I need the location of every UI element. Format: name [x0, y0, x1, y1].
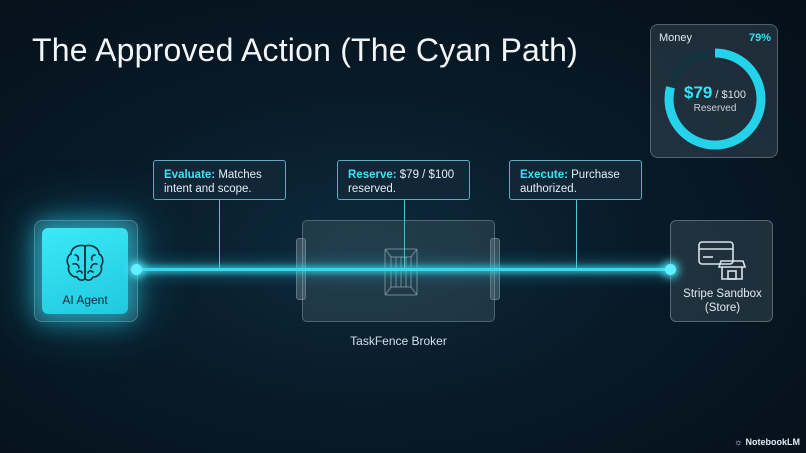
callout-reserve: Reserve: $79 / $100 reserved.	[337, 160, 470, 200]
path-start-dot	[131, 264, 142, 275]
callout-execute-key: Execute:	[520, 169, 568, 181]
callout-evaluate-text: Matches	[215, 169, 262, 181]
callout-reserve-key: Reserve:	[348, 169, 397, 181]
connector-execute	[576, 200, 577, 269]
money-ring-fill	[664, 48, 766, 150]
broker-node[interactable]	[302, 220, 495, 322]
cyan-path-line	[136, 268, 672, 271]
store-label-line2: (Store)	[704, 302, 741, 314]
agent-node[interactable]: AI Agent	[42, 228, 128, 314]
money-amount-value: $79	[683, 83, 713, 102]
money-label: Money	[659, 32, 693, 44]
callout-reserve-text-2: reserved.	[348, 183, 396, 195]
callout-execute-text-2: authorized.	[520, 183, 577, 195]
callout-execute: Execute: Purchase authorized.	[509, 160, 642, 200]
path-end-dot	[665, 264, 676, 275]
money-percent: 79%	[748, 32, 771, 44]
money-amount: $79 / $100	[651, 83, 779, 103]
brain-icon	[66, 244, 104, 281]
money-status: Reserved	[693, 103, 737, 114]
store-label-line1: Stripe Sandbox	[683, 288, 762, 300]
store-node[interactable]: Stripe Sandbox (Store)	[670, 220, 773, 322]
gate-icon	[384, 248, 418, 296]
store-label: Stripe Sandbox (Store)	[671, 287, 774, 315]
notebooklm-icon: ☼	[734, 437, 743, 447]
slide-title: The Approved Action (The Cyan Path)	[32, 32, 578, 68]
brand-watermark: ☼NotebookLM	[734, 437, 800, 447]
callout-reserve-text: $79 / $100	[396, 169, 455, 181]
connector-evaluate	[219, 200, 220, 269]
brand-text: NotebookLM	[745, 437, 801, 447]
agent-label: AI Agent	[62, 293, 108, 307]
callout-execute-text: Purchase	[567, 169, 620, 181]
money-amount-total: / $100	[712, 89, 746, 101]
callout-evaluate: Evaluate: Matches intent and scope.	[153, 160, 286, 200]
money-panel: Money 79% $79 / $100 Reserved	[650, 24, 778, 158]
callout-evaluate-key: Evaluate:	[164, 169, 216, 181]
money-ring	[664, 48, 766, 150]
broker-label: TaskFence Broker	[350, 334, 447, 348]
callout-evaluate-text-2: intent and scope.	[164, 183, 252, 195]
store-card-icon	[698, 241, 747, 280]
connector-reserve	[404, 200, 405, 269]
